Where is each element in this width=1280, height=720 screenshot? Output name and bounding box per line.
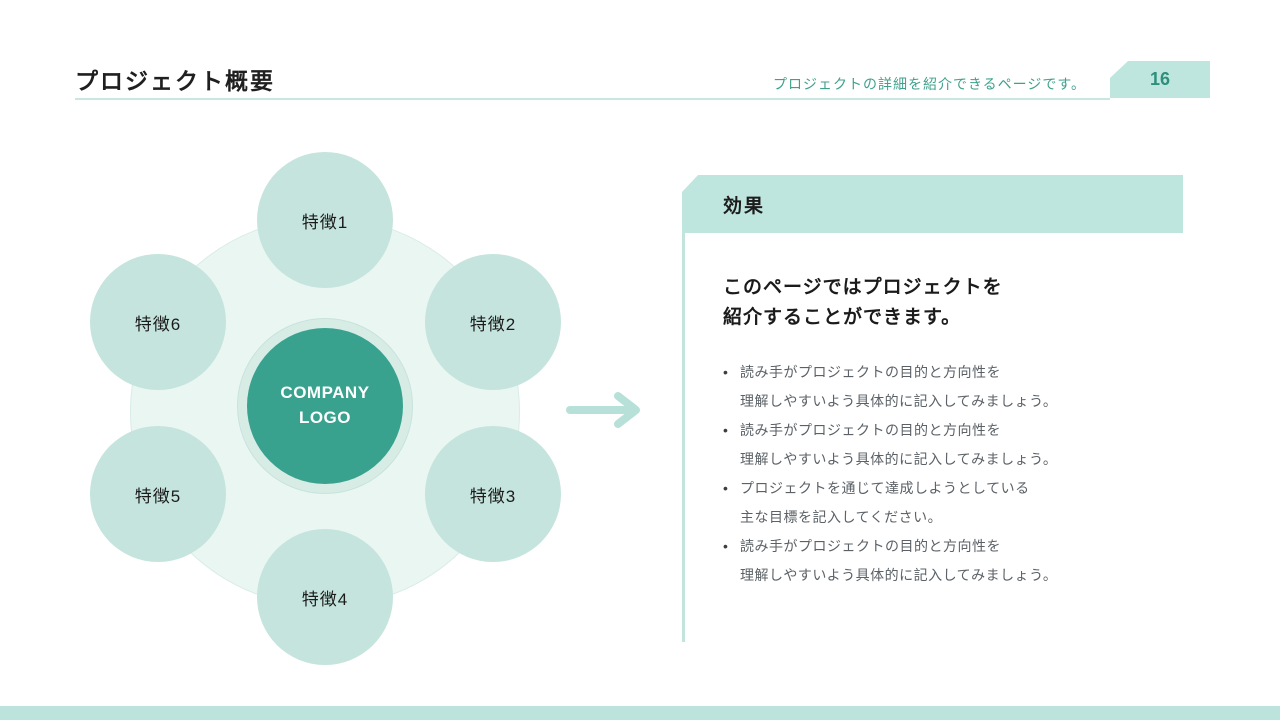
company-logo-circle: COMPANY LOGO [247, 328, 403, 484]
feature-hub-diagram: 特徴1 特徴2 特徴3 特徴4 特徴5 特徴6 COMPANY LOGO [90, 152, 561, 665]
feature-node-label: 特徴6 [134, 314, 182, 334]
effect-panel-title: 効果 [723, 195, 766, 217]
feature-node-4: 特徴4 [257, 529, 393, 665]
feature-node-label: 特徴1 [301, 212, 349, 232]
page-title: プロジェクト概要 [75, 68, 275, 94]
feature-node-1: 特徴1 [257, 152, 393, 288]
page-number-badge: 16 [1110, 61, 1210, 98]
bullet-text: 読み手がプロジェクトの目的と方向性を 理解しやすいよう具体的に記入してみましょう… [740, 538, 1058, 583]
feature-node-3: 特徴3 [425, 426, 561, 562]
bullet-item: • 読み手がプロジェクトの目的と方向性を 理解しやすいよう具体的に記入してみまし… [723, 416, 1163, 474]
effect-panel-header: 効果 [682, 175, 1183, 233]
page-number: 16 [1149, 69, 1171, 89]
footer-accent-strip [0, 706, 1280, 720]
bullet-dot-icon: • [723, 422, 728, 438]
feature-node-2: 特徴2 [425, 254, 561, 390]
feature-node-label: 特徴2 [469, 314, 517, 334]
header-divider [75, 98, 1110, 100]
bullet-text: 読み手がプロジェクトの目的と方向性を 理解しやすいよう具体的に記入してみましょう… [740, 422, 1058, 467]
effect-bullet-list: • 読み手がプロジェクトの目的と方向性を 理解しやすいよう具体的に記入してみまし… [723, 358, 1163, 590]
bullet-text: プロジェクトを通じて達成しようとしている 主な目標を記入してください。 [740, 480, 1030, 525]
effect-heading: このページではプロジェクトを 紹介することができます。 [723, 277, 1003, 328]
bullet-text: 読み手がプロジェクトの目的と方向性を 理解しやすいよう具体的に記入してみましょう… [740, 364, 1058, 409]
bullet-dot-icon: • [723, 364, 728, 380]
feature-node-label: 特徴4 [301, 589, 349, 609]
page-subtitle: プロジェクトの詳細を紹介できるページです。 [772, 76, 1086, 92]
bullet-dot-icon: • [723, 538, 728, 554]
bullet-item: • 読み手がプロジェクトの目的と方向性を 理解しやすいよう具体的に記入してみまし… [723, 358, 1163, 416]
effect-panel-body: このページではプロジェクトを 紹介することができます。 • 読み手がプロジェクト… [682, 233, 1183, 642]
right-arrow-icon [566, 392, 640, 428]
bullet-item: • 読み手がプロジェクトの目的と方向性を 理解しやすいよう具体的に記入してみまし… [723, 532, 1163, 590]
bullet-item: • プロジェクトを通じて達成しようとしている 主な目標を記入してください。 [723, 474, 1163, 532]
feature-node-label: 特徴3 [469, 486, 517, 506]
bullet-dot-icon: • [723, 480, 728, 496]
feature-node-5: 特徴5 [90, 426, 226, 562]
feature-node-6: 特徴6 [90, 254, 226, 390]
feature-node-label: 特徴5 [134, 486, 182, 506]
